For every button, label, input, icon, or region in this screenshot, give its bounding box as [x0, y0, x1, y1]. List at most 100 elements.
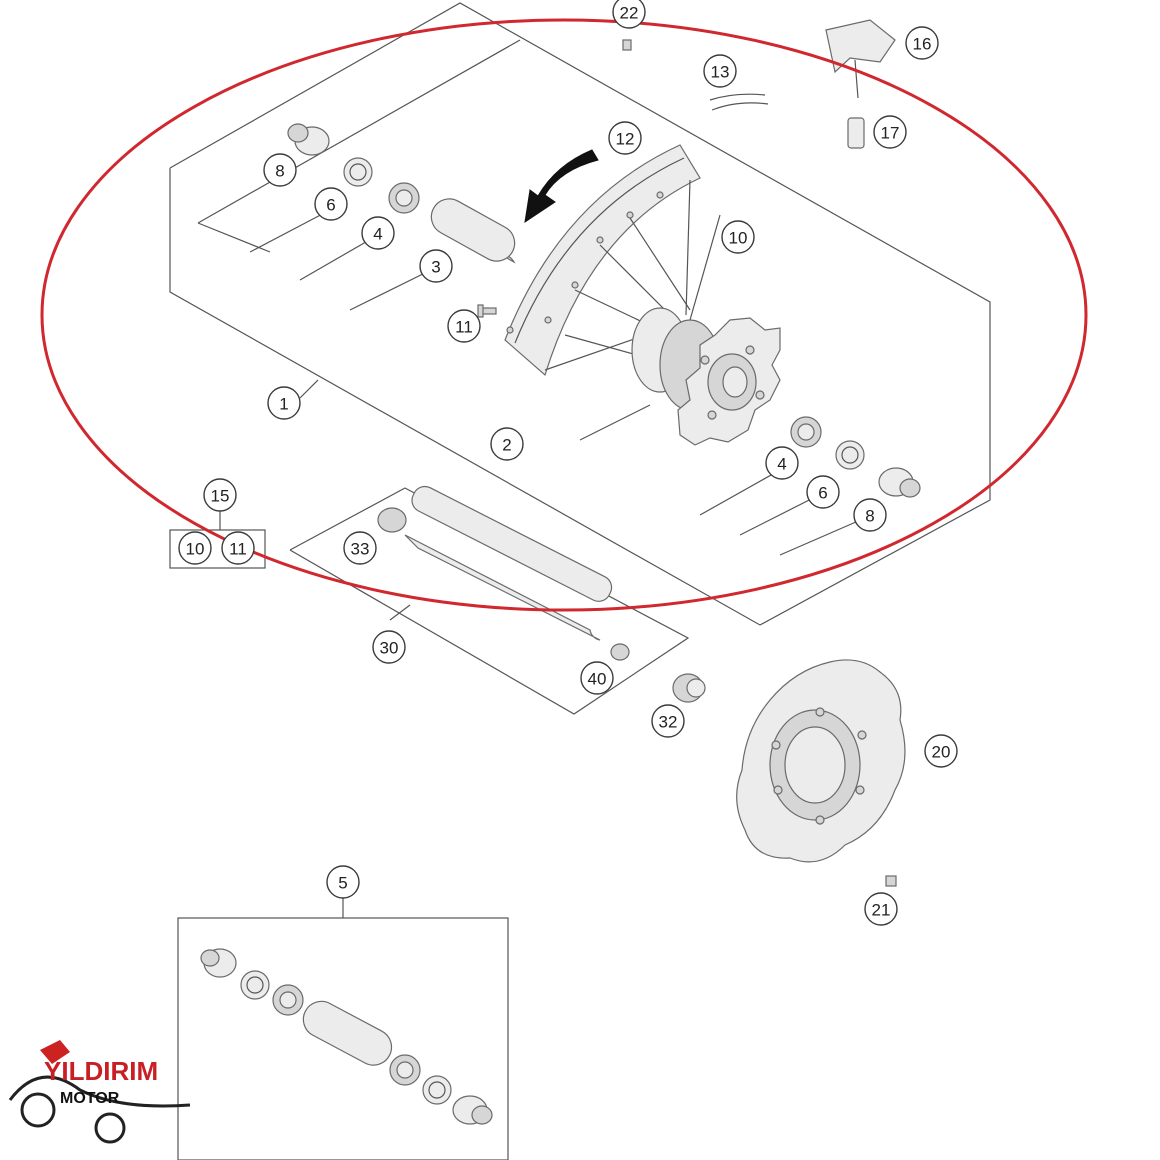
callout-labels: 1234456688101011111213151617202122303233… [178, 0, 958, 926]
callout-circle [924, 734, 958, 768]
callout-number: 33 [351, 540, 370, 559]
callout-c13: 13 [703, 54, 737, 88]
callout-circle [372, 630, 406, 664]
callout-c5: 5 [326, 865, 360, 899]
callout-number: 15 [211, 487, 230, 506]
callout-number: 4 [777, 455, 786, 474]
callout-number: 6 [818, 484, 827, 503]
callout-c1: 1 [267, 386, 301, 420]
screw-small [477, 304, 497, 318]
callout-number: 2 [502, 436, 511, 455]
callout-c11b: 11 [221, 531, 255, 565]
callout-c11a: 11 [447, 309, 481, 343]
callout-c8a: 8 [263, 153, 297, 187]
callout-circle [361, 216, 395, 250]
callout-number: 40 [588, 670, 607, 689]
callout-c3: 3 [419, 249, 453, 283]
callout-circle [864, 892, 898, 926]
callout-number: 10 [186, 540, 205, 559]
highlight-ellipse [40, 18, 1088, 612]
callout-number: 11 [229, 540, 247, 559]
callout-number: 10 [729, 229, 748, 248]
callout-number: 21 [872, 901, 891, 920]
callout-number: 22 [620, 4, 639, 23]
axle-frame [289, 485, 690, 715]
callout-circle [651, 704, 685, 738]
valve-cap [622, 39, 632, 51]
callout-circle [419, 249, 453, 283]
disc-screw [885, 875, 897, 887]
callout-c6a: 6 [314, 187, 348, 221]
callout-c8b: 8 [853, 498, 887, 532]
wheel-hub [631, 307, 781, 446]
callout-circle [490, 427, 524, 461]
callout-number: 1 [279, 395, 288, 414]
logo-line2: MOTOR [60, 1090, 120, 1107]
callout-c22: 22 [612, 0, 646, 29]
callout-circle [263, 153, 297, 187]
rim-lock-nut-17 [847, 117, 865, 149]
callout-circle [905, 26, 939, 60]
brake-disc [736, 659, 906, 863]
callout-c20: 20 [924, 734, 958, 768]
callout-c10b: 10 [178, 531, 212, 565]
callout-circle [721, 220, 755, 254]
callout-c33: 33 [343, 531, 377, 565]
bearing-lower [790, 416, 822, 448]
callout-c2: 2 [490, 427, 524, 461]
callout-circle [447, 309, 481, 343]
callout-number: 4 [373, 225, 382, 244]
callout-c12: 12 [608, 121, 642, 155]
callout-number: 17 [881, 124, 900, 143]
spacer-bushing-upper [287, 123, 330, 156]
callout-c17: 17 [873, 115, 907, 149]
bearing-kit-frame [177, 898, 509, 1160]
callout-circle [608, 121, 642, 155]
callout-c4a: 4 [361, 216, 395, 250]
seal-ring-lower [835, 440, 865, 470]
callout-circle [873, 115, 907, 149]
spacer-bushing-lower [878, 467, 921, 498]
logo-line1: YILDIRIM [44, 1056, 158, 1086]
rotation-arrow-icon [524, 149, 599, 224]
callout-circle [703, 54, 737, 88]
callout-circle [612, 0, 646, 29]
callout-number: 11 [455, 318, 473, 337]
spacer-32 [672, 673, 706, 703]
callout-number: 5 [338, 874, 347, 893]
callout-c15: 15 [203, 478, 237, 512]
callout-circle [806, 475, 840, 509]
distance-sleeve [430, 198, 516, 264]
callout-circle [326, 865, 360, 899]
callout-number: 32 [659, 713, 678, 732]
callout-number: 6 [326, 196, 335, 215]
callout-c21: 21 [864, 892, 898, 926]
rim-tape-13 [709, 93, 769, 111]
callout-c32: 32 [651, 704, 685, 738]
callout-number: 16 [913, 35, 932, 54]
bearing-upper [388, 182, 420, 214]
callout-circle [178, 531, 212, 565]
seal-ring-upper [343, 157, 373, 187]
brand-logo: YILDIRIM MOTOR [8, 1040, 191, 1144]
wheel-rim [504, 144, 701, 377]
wheel-assembly-frame [169, 2, 991, 626]
callout-number: 13 [711, 63, 730, 82]
callout-circle [314, 187, 348, 221]
callout-c30: 30 [372, 630, 406, 664]
callout-circle [765, 446, 799, 480]
callout-c4b: 4 [765, 446, 799, 480]
callout-circle [580, 661, 614, 695]
callout-c40: 40 [580, 661, 614, 695]
callout-number: 30 [380, 639, 399, 658]
callout-circle [853, 498, 887, 532]
callout-c16: 16 [905, 26, 939, 60]
callout-number: 8 [275, 162, 284, 181]
callout-c10a: 10 [721, 220, 755, 254]
callout-circle [221, 531, 255, 565]
callout-number: 3 [431, 258, 440, 277]
callout-number: 20 [932, 743, 951, 762]
callout-circle [343, 531, 377, 565]
